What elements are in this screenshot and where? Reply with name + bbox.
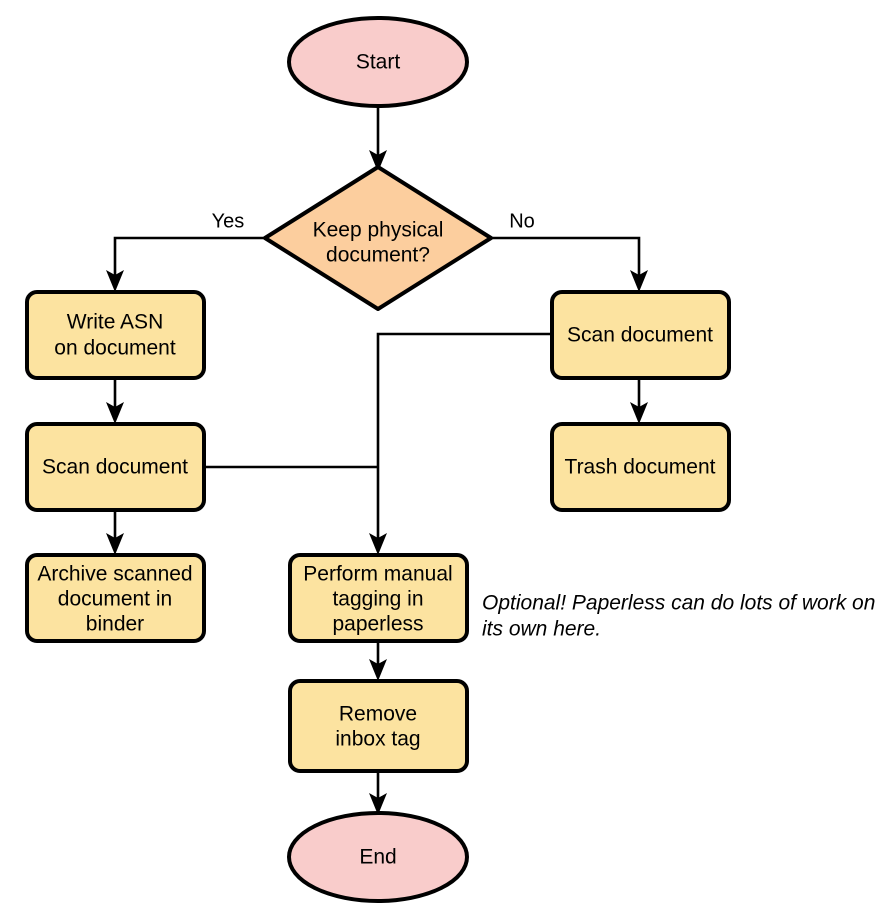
edge-scan-right-to-tagging [369, 332, 552, 555]
edge-label-yes: Yes [212, 210, 245, 232]
edge-write-asn-to-scan-left [106, 378, 124, 424]
node-scan-document-left[interactable]: Scan document [25, 422, 206, 512]
edge-tagging-to-remove-inbox [369, 641, 387, 681]
node-archive-scanned-document[interactable]: Archive scanned document in binder [25, 553, 206, 643]
node-scan-document-right[interactable]: Scan document [550, 290, 731, 380]
node-tagging-label-line3: paperless [332, 613, 423, 636]
node-end[interactable]: End [287, 811, 469, 903]
node-remove-inbox-tag[interactable]: Remove inbox tag [288, 679, 469, 773]
node-archive-label-line1: Archive scanned [37, 563, 192, 586]
node-tagging-label-line1: Perform manual [303, 563, 452, 586]
node-remove-inbox-label-line2: inbox tag [335, 728, 420, 751]
node-write-asn-label-line2: on document [54, 337, 176, 360]
node-write-asn-label-line1: Write ASN [67, 311, 163, 334]
annotation-note-optional: Optional! Paperless can do lots of work … [482, 592, 875, 641]
node-perform-manual-tagging[interactable]: Perform manual tagging in paperless [288, 553, 469, 643]
node-trash-document-label: Trash document [565, 456, 716, 479]
edge-start-to-decision [369, 101, 387, 172]
edge-decision-no-to-scan-right [491, 236, 648, 292]
node-write-asn-on-document[interactable]: Write ASN on document [25, 290, 206, 380]
edge-scan-right-to-trash [630, 378, 648, 424]
edge-remove-inbox-to-end [369, 771, 387, 815]
node-scan-document-right-label: Scan document [567, 324, 713, 347]
node-trash-document[interactable]: Trash document [550, 422, 731, 512]
node-start-label: Start [356, 51, 401, 74]
node-start[interactable]: Start [287, 16, 469, 108]
edge-scan-left-to-archive [106, 510, 124, 555]
node-scan-document-left-label: Scan document [42, 456, 188, 479]
node-archive-label-line2: document in [58, 588, 172, 611]
edge-label-no: No [509, 210, 535, 232]
node-remove-inbox-label-line1: Remove [339, 703, 417, 726]
annotation-note-line1: Optional! Paperless can do lots of work … [482, 592, 875, 615]
node-end-label: End [359, 846, 396, 869]
node-decision-keep-physical-document[interactable]: Keep physical document? [263, 165, 493, 311]
node-archive-label-line3: binder [86, 613, 144, 636]
edge-decision-yes-to-write-asn [106, 236, 265, 292]
node-decision-label-line2: document? [326, 244, 430, 267]
annotation-note-line2: its own here. [482, 618, 601, 641]
node-tagging-label-line2: tagging in [332, 588, 423, 611]
node-decision-label-line1: Keep physical [313, 219, 444, 242]
